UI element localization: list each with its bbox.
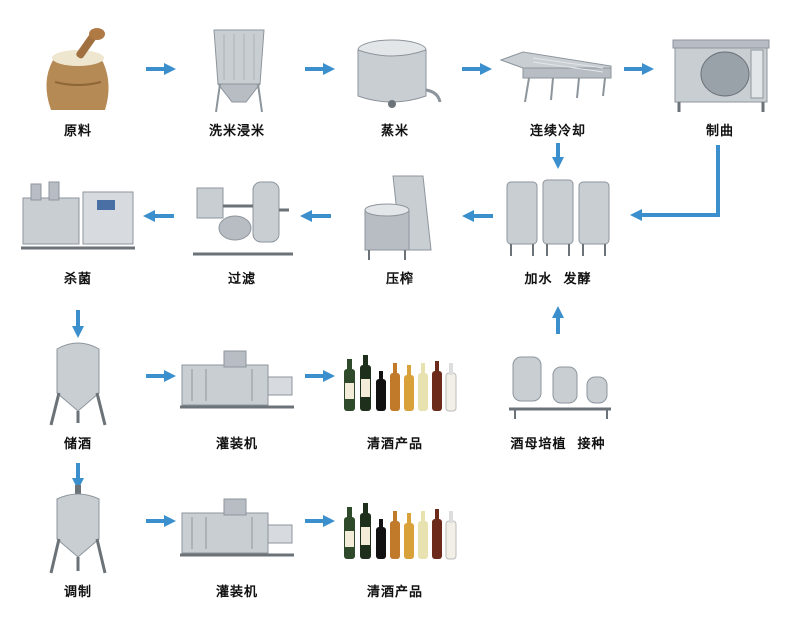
node-blending: 调制 <box>13 483 143 600</box>
label-steam: 蒸米 <box>380 124 409 139</box>
fermentation-tanks-icon <box>506 179 610 256</box>
node-filling-2: 灌装机 <box>172 483 302 600</box>
arrow-koji-to-ferment <box>630 145 720 221</box>
yeast-culture-tanks-icon <box>509 356 611 419</box>
node-filtration: 过滤 <box>177 170 307 287</box>
node-yeast-culture: 酒母培植 接种 <box>493 335 623 452</box>
label-wash: 洗米浸米 <box>208 124 265 139</box>
rice-sack-icon <box>46 28 109 110</box>
blending-tank-icon <box>49 485 107 574</box>
sake-bottles-icon <box>344 503 457 560</box>
label-fill2: 灌装机 <box>215 585 258 600</box>
washing-tank-icon <box>213 29 265 113</box>
koji-machine-icon <box>672 39 770 112</box>
label-koji: 制曲 <box>705 124 734 139</box>
filling-machine-icon <box>180 498 294 557</box>
label-raw: 原料 <box>63 124 92 139</box>
label-press: 压榨 <box>385 272 414 287</box>
label-sterilize: 杀菌 <box>63 272 92 287</box>
node-filling-1: 灌装机 <box>172 335 302 452</box>
label-ferment: 加水 发酵 <box>524 272 592 287</box>
label-filter: 过滤 <box>227 272 256 287</box>
filter-unit-icon <box>193 181 293 256</box>
node-storage: 储酒 <box>13 335 143 452</box>
node-sake-product-2: 清酒产品 <box>330 483 460 600</box>
label-blend: 调制 <box>63 585 92 600</box>
label-cool: 连续冷却 <box>529 124 586 139</box>
label-product1: 清酒产品 <box>366 437 423 452</box>
node-raw-material: 原料 <box>13 22 143 139</box>
filling-machine-icon <box>180 350 294 409</box>
label-yeast: 酒母培植 接种 <box>510 437 606 452</box>
node-sterilization: 杀菌 <box>13 170 143 287</box>
node-continuous-cooling: 连续冷却 <box>493 22 623 139</box>
node-sake-product-1: 清酒产品 <box>330 335 460 452</box>
sake-bottles-icon <box>344 355 457 412</box>
node-wash-soak: 洗米浸米 <box>172 22 302 139</box>
press-machine-icon <box>364 175 432 260</box>
node-steam-rice: 蒸米 <box>330 22 460 139</box>
label-fill1: 灌装机 <box>215 437 258 452</box>
cooling-conveyor-icon <box>499 51 612 103</box>
node-pressing: 压榨 <box>335 170 465 287</box>
node-water-fermentation: 加水 发酵 <box>493 170 623 287</box>
label-store: 储酒 <box>63 437 92 452</box>
steaming-vat-icon <box>357 39 442 108</box>
sterilizer-icon <box>21 181 135 250</box>
node-koji-making: 制曲 <box>655 22 785 139</box>
storage-tank-icon <box>49 342 107 426</box>
label-product2: 清酒产品 <box>366 585 423 600</box>
